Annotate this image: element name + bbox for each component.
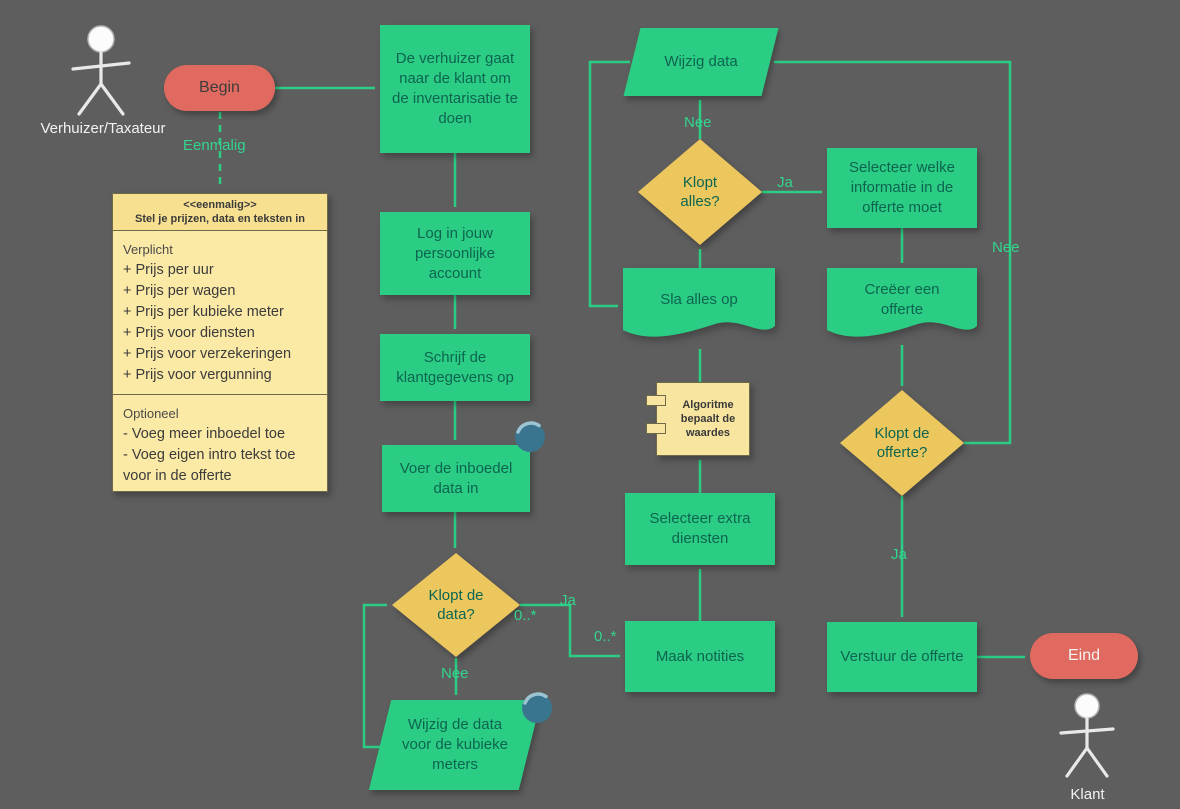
- note-item: + Prijs voor vergunning: [123, 367, 272, 383]
- decision-klopt-offerte: Klopt de offerte?: [840, 390, 964, 496]
- note-item: - Voeg eigen intro tekst toe voor in de …: [123, 447, 296, 484]
- note-item: + Prijs per wagen: [123, 283, 236, 299]
- note-header: <<eenmalig>> Stel je prijzen, data en te…: [113, 194, 327, 231]
- process-visit-klant: De verhuizer gaat naar de klant om de in…: [380, 25, 530, 153]
- edge-label-ja-offerte: Ja: [891, 546, 907, 563]
- document-sla-alles-op-label: Sla alles op: [660, 290, 738, 308]
- process-klantgegevens-label: Schrijf de klantgegevens op: [396, 348, 514, 386]
- process-inboedel-data: Voer de inboedel data in: [382, 445, 530, 512]
- process-verstuur-offerte: Verstuur de offerte: [827, 622, 977, 692]
- component-tab-icon: [646, 423, 666, 434]
- note-item: + Prijs voor diensten: [123, 325, 255, 341]
- actor-klant-icon: [1059, 693, 1115, 778]
- note-required-section: Verplicht + Prijs per uur + Prijs per wa…: [113, 231, 327, 394]
- actor-verhuizer-icon: [71, 25, 131, 116]
- actor-klant-label: Klant: [1070, 786, 1105, 803]
- edge-label-eenmalig: Eenmalig: [183, 137, 246, 154]
- decision-klopt-de-data: Klopt de data?: [392, 553, 520, 657]
- note-item: + Prijs voor verzekeringen: [123, 346, 292, 362]
- note-required-title: Verplicht: [123, 242, 173, 257]
- loop-icon: [522, 692, 552, 723]
- arrow-kloptdata-to-notities: [520, 603, 620, 658]
- process-extra-diensten: Selecteer extra diensten: [625, 493, 775, 565]
- start-node-begin: Begin: [164, 65, 275, 111]
- end-node-eind-label: Eind: [1067, 647, 1101, 664]
- process-selecteer-info: Selecteer welke informatie in de offerte…: [827, 148, 977, 228]
- process-extra-diensten-label: Selecteer extra diensten: [649, 510, 751, 547]
- process-login: Log in jouw persoonlijke account: [380, 212, 530, 295]
- edge-label-nee-data: Nee: [441, 665, 469, 682]
- arrow-wijzigkubieke-loop-to-kloptdata: [362, 603, 387, 749]
- edge-label-multiplicity-right: 0..*: [514, 607, 537, 624]
- process-visit-klant-label: De verhuizer gaat naar de klant om de in…: [392, 50, 518, 127]
- decision-klopt-offerte-label: Klopt de offerte?: [874, 425, 930, 461]
- document-creeer-offerte-label: Creëer een offerte: [864, 280, 940, 318]
- process-maak-notities-label: Maak notities: [655, 647, 745, 665]
- note-eenmalig: <<eenmalig>> Stel je prijzen, data en te…: [112, 193, 328, 492]
- component-algoritme: Algoritme bepaalt de waardes: [646, 382, 750, 456]
- actor-verhuizer-label: Verhuizer/Taxateur: [40, 120, 166, 137]
- process-verstuur-offerte-label: Verstuur de offerte: [840, 648, 964, 665]
- note-item: + Prijs per uur: [123, 262, 214, 278]
- edge-label-nee-offerte: Nee: [992, 239, 1020, 256]
- decision-klopt-alles: Klopt alles?: [638, 139, 762, 245]
- document-creeer-offerte: Creëer een offerte: [827, 268, 977, 345]
- io-wijzig-kubieke-label: Wijzig de data voor de kubieke meters: [402, 716, 508, 773]
- note-stereotype: <<eenmalig>>: [183, 199, 257, 211]
- decision-klopt-de-data-label: Klopt de data?: [428, 587, 484, 623]
- edge-label-ja-alles: Ja: [777, 174, 793, 191]
- edge-label-nee-alles: Nee: [684, 114, 712, 131]
- process-login-label: Log in jouw persoonlijke account: [414, 224, 496, 282]
- process-klantgegevens: Schrijf de klantgegevens op: [380, 334, 530, 401]
- arrow-wijzigdata-loop-to-slaallesop: [588, 60, 630, 308]
- decision-klopt-alles-label: Klopt alles?: [680, 174, 720, 210]
- note-title: Stel je prijzen, data en teksten in: [135, 213, 305, 225]
- note-item: + Prijs per kubieke meter: [123, 304, 284, 320]
- end-node-eind: Eind: [1030, 633, 1138, 679]
- process-inboedel-data-label: Voer de inboedel data in: [399, 459, 513, 497]
- note-optional-title: Optioneel: [123, 406, 179, 421]
- edge-label-multiplicity-corner: 0..*: [594, 628, 617, 645]
- arrow-kloptofferte-loop-to-wijzigdata: [774, 60, 1012, 445]
- process-maak-notities: Maak notities: [625, 621, 775, 692]
- component-tab-icon: [646, 395, 666, 406]
- loop-icon: [515, 421, 545, 452]
- process-selecteer-info-label: Selecteer welke informatie in de offerte…: [849, 159, 955, 216]
- io-wijzig-kubieke: Wijzig de data voor de kubieke meters: [368, 700, 542, 790]
- io-wijzig-data-label: Wijzig data: [664, 53, 738, 70]
- document-sla-alles-op: Sla alles op: [623, 268, 775, 345]
- component-algoritme-label: Algoritme bepaalt de waardes: [680, 399, 736, 439]
- start-node-begin-label: Begin: [199, 79, 240, 96]
- io-wijzig-data: Wijzig data: [623, 28, 779, 96]
- note-item: - Voeg meer inboedel toe: [123, 426, 286, 442]
- edge-label-ja-data: Ja: [560, 592, 576, 609]
- note-optional-section: Optioneel - Voeg meer inboedel toe - Voe…: [113, 394, 327, 491]
